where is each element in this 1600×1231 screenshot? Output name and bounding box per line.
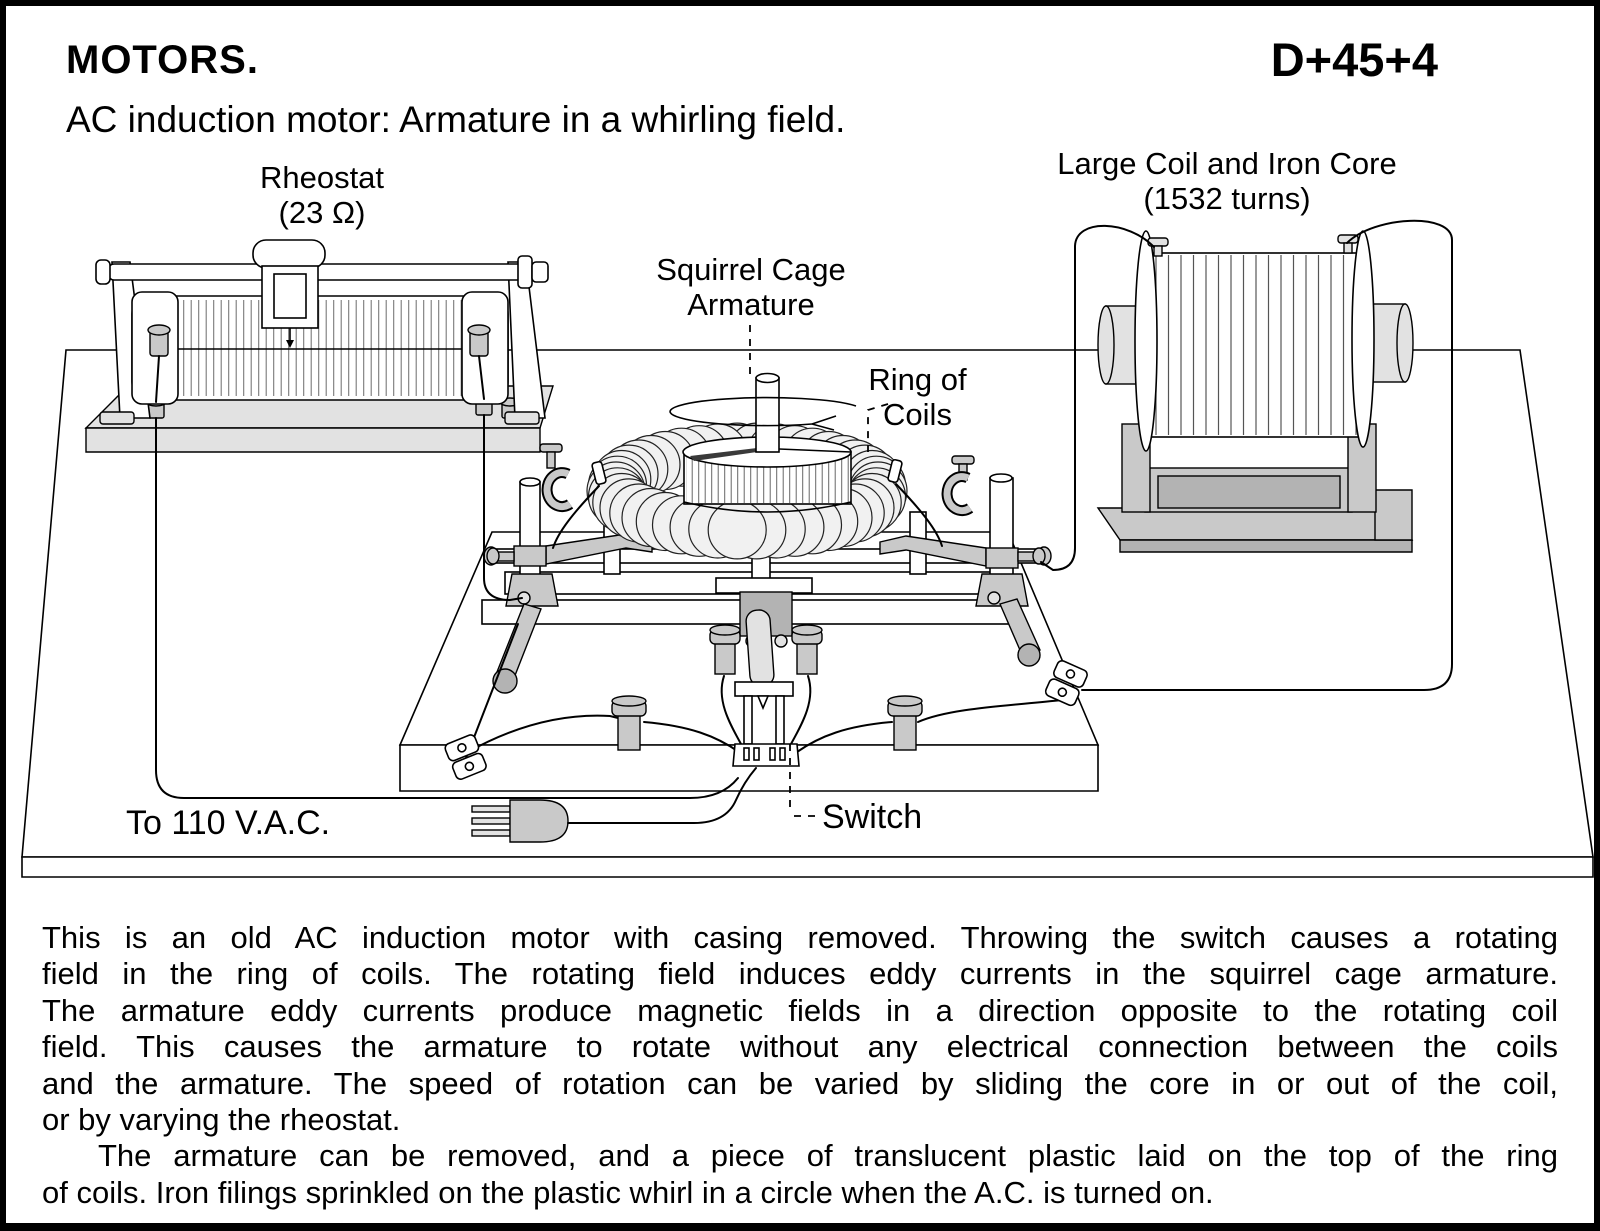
rheostat-coil-body	[131, 291, 509, 405]
caption-line: The armature can be removed, and a piece…	[98, 1138, 1558, 1174]
rheostat-bracket	[99, 261, 546, 425]
terminal-block-left	[444, 734, 487, 780]
caption-text: This is an old AC induction motor with c…	[42, 920, 1558, 1211]
caption-line: field in the ring of coils. The rotating…	[42, 956, 1558, 992]
label-ring-of-coils: Ring of Coils	[868, 362, 967, 432]
coil-stand	[1096, 423, 1414, 553]
label-switch: Switch	[822, 798, 923, 836]
wire-block-to-table-post	[467, 714, 623, 753]
wire-rheostat-to-switch	[155, 417, 739, 799]
page-subtitle: AC induction motor: Armature in a whirli…	[66, 99, 846, 140]
caption-line: The armature eddy currents produce magne…	[42, 992, 1558, 1028]
circuit-wires	[155, 219, 1453, 799]
label-rheostat: Rheostat (23 Ω)	[259, 160, 385, 230]
rheostat-terminals	[147, 324, 491, 403]
large-coil-and-iron-core	[1096, 230, 1414, 553]
knife-switch	[732, 609, 800, 767]
leader-ring	[867, 403, 889, 452]
armature-shaft	[755, 377, 780, 453]
switch-binding-posts	[611, 624, 923, 751]
wire-post-to-switch-left	[643, 721, 740, 753]
page-code: D+45+4	[1270, 33, 1438, 86]
caption-line: and the armature. The speed of rotation …	[42, 1065, 1558, 1101]
ring-terminal-pins	[552, 458, 943, 549]
wire-rheostat-to-left-post	[483, 414, 523, 602]
page-title: MOTORS.	[66, 38, 259, 82]
wire-block-to-post	[465, 623, 519, 759]
leader-switch	[789, 744, 816, 817]
caption-line: of coils. Iron filings sprinkled on the …	[42, 1174, 1214, 1210]
power-plug	[471, 799, 569, 843]
wire-block-to-right-table-post	[917, 699, 1063, 723]
caption-line: This is an old AC induction motor with c…	[42, 920, 1558, 955]
coil-terminals	[1147, 234, 1359, 257]
rheostat-slider-knob	[252, 239, 326, 348]
wire-post-to-switch-right	[796, 721, 893, 753]
squirrel-cage-armature	[682, 372, 852, 513]
label-large-coil: Large Coil and Iron Core (1532 turns)	[1057, 146, 1397, 216]
label-squirrel-cage-armature: Squirrel Cage Armature	[656, 252, 846, 322]
rheostat	[84, 239, 554, 453]
power-cord	[567, 767, 757, 824]
switch-handle	[745, 609, 775, 687]
label-power-source: To 110 V.A.C.	[126, 804, 331, 842]
wire-coil-to-right-post	[1040, 224, 1155, 572]
armature-slot	[690, 448, 757, 461]
wire-switch-left	[720, 675, 742, 745]
caption-line: or by varying the rheostat.	[42, 1102, 401, 1138]
rheostat-slider-rail	[95, 255, 549, 289]
caption-line: field. This causes the armature to rotat…	[42, 1029, 1558, 1065]
rotation-arrow	[669, 396, 857, 431]
terminal-block-right	[1044, 660, 1088, 707]
wire-switch-right	[790, 675, 812, 745]
coil-drum	[1134, 230, 1375, 452]
support-post-right	[879, 455, 1046, 667]
wire-coil-to-block	[1081, 219, 1453, 691]
